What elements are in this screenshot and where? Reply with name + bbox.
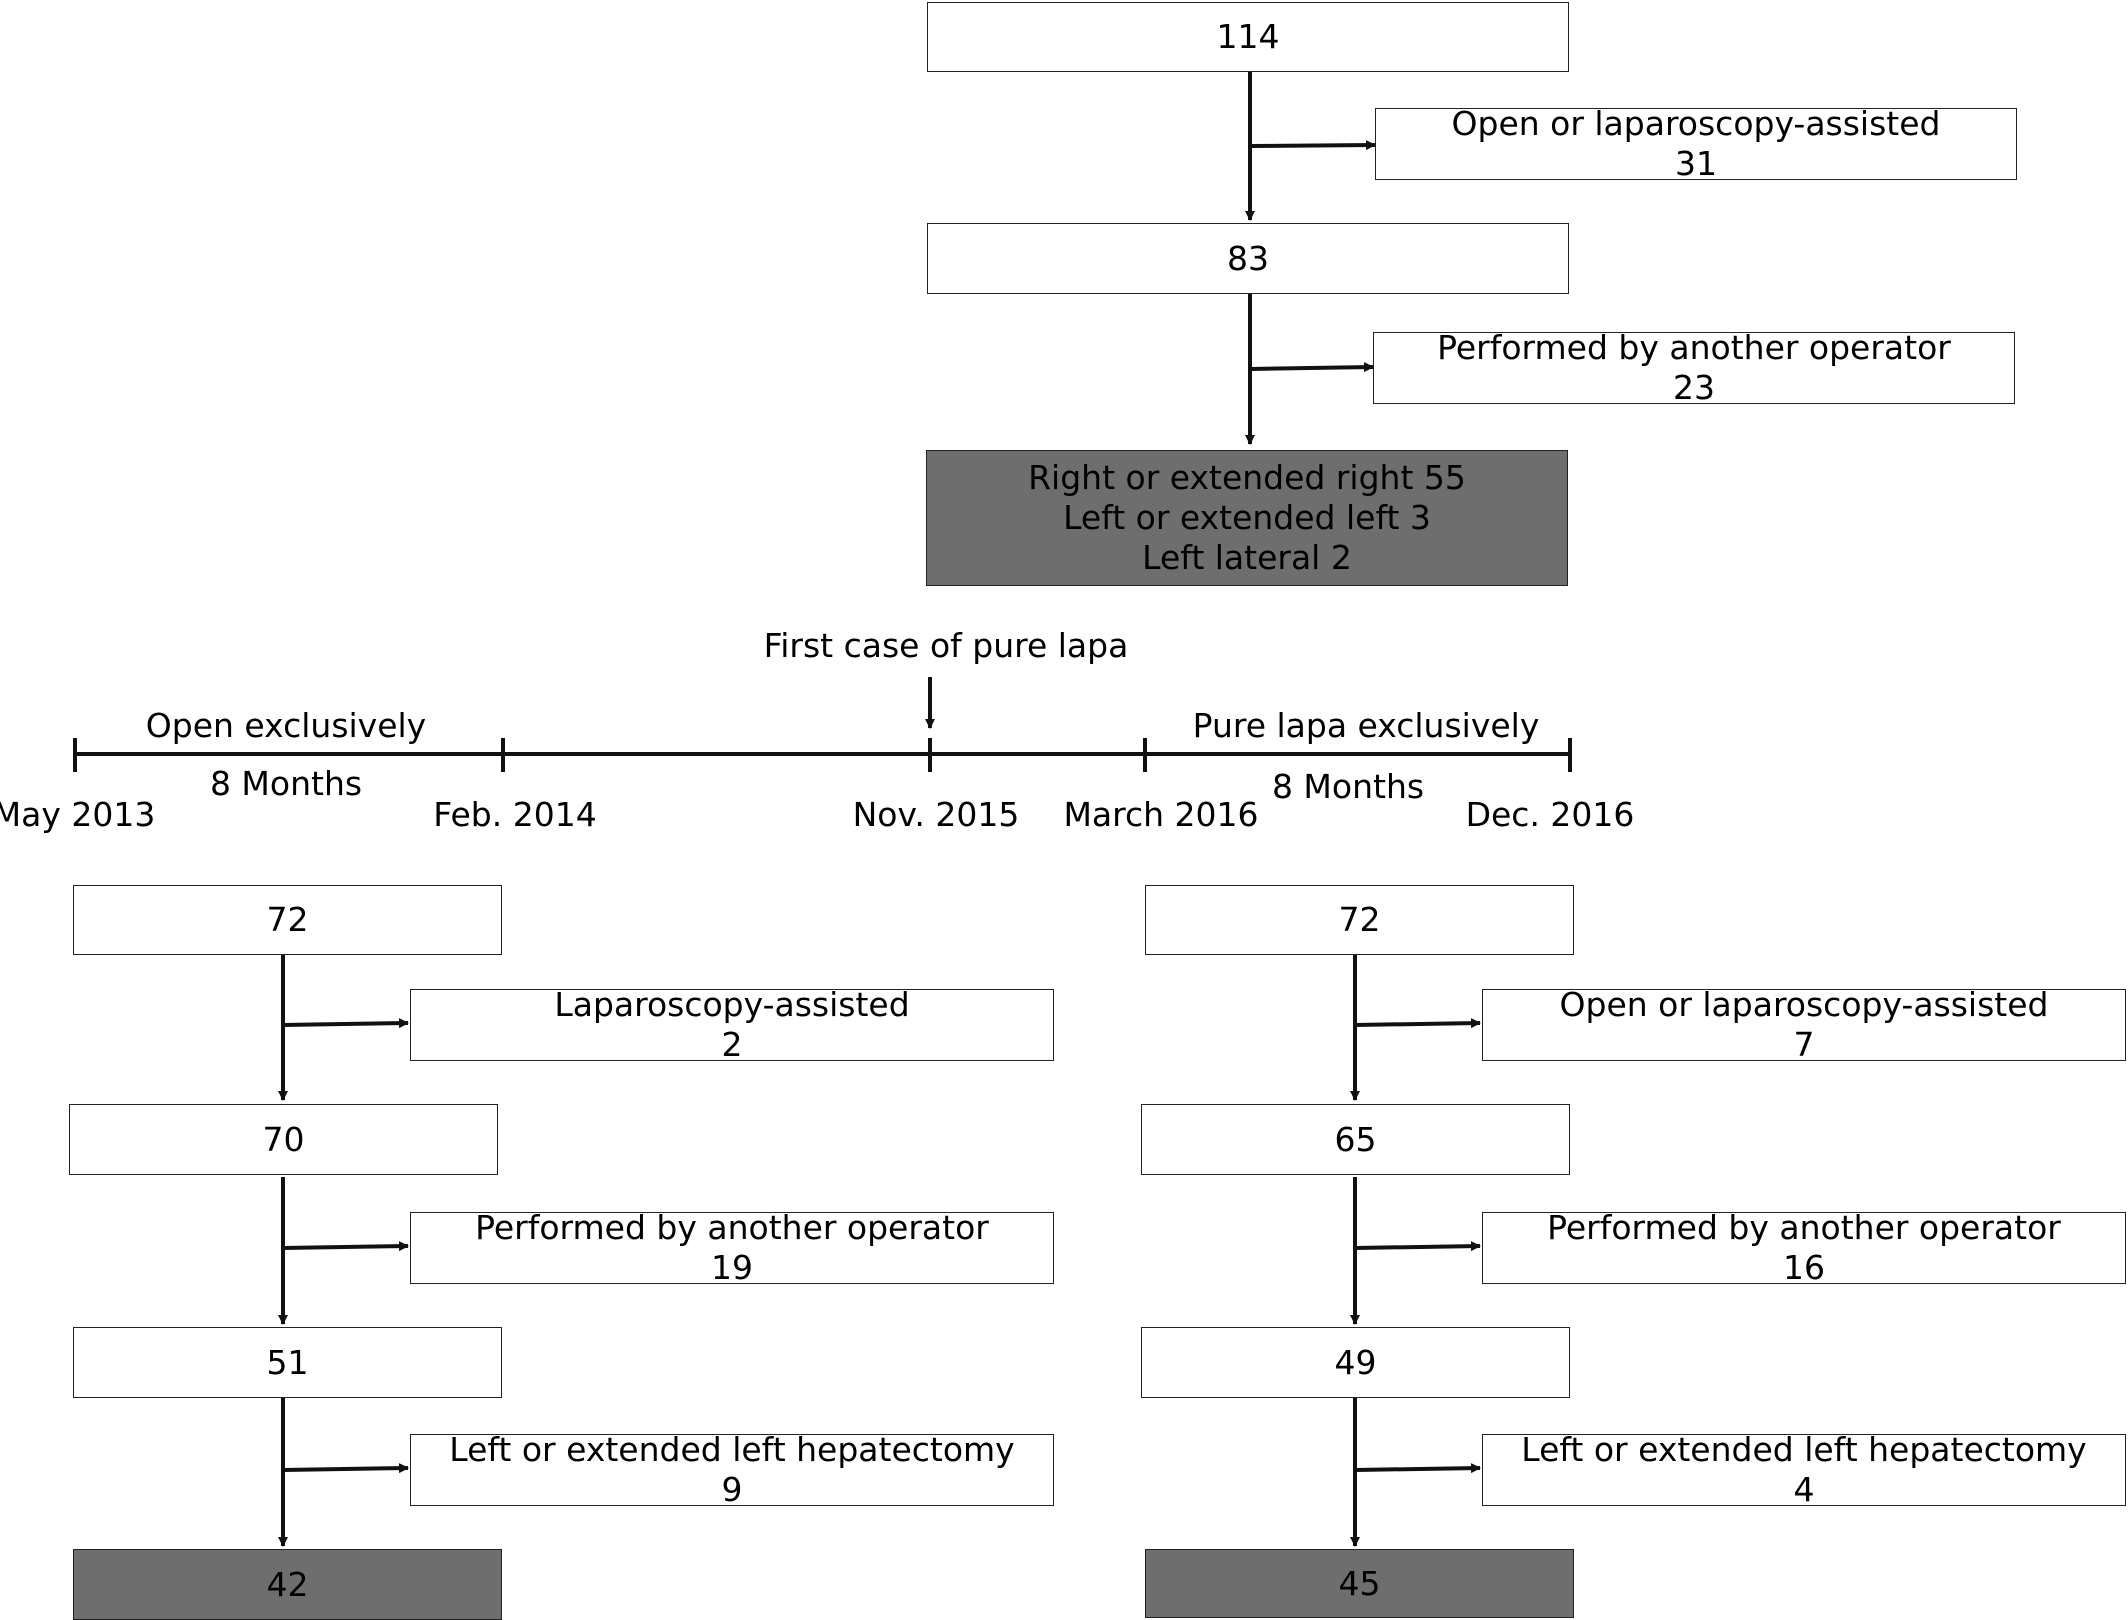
- right-start-count: 72: [1338, 900, 1381, 939]
- top-exclusion-1-box: Open or laparoscopy-assisted 31: [1375, 104, 2017, 183]
- arrow-right-excl2: [1354, 1241, 1481, 1252]
- left-exclusion-1-box: Laparoscopy-assisted 2: [410, 985, 1054, 1064]
- left-exclusion-1-label: Laparoscopy-assisted: [554, 985, 910, 1024]
- right-step2-box: 65: [1141, 1104, 1570, 1175]
- right-exclusion-2-box: Performed by another operator 16: [1482, 1208, 2126, 1287]
- right-step3-count: 49: [1334, 1342, 1377, 1382]
- top-exclusion-1-label: Open or laparoscopy-assisted: [1451, 104, 1941, 143]
- left-exclusion-3-count: 9: [721, 1470, 743, 1509]
- top-exclusion-1-count: 31: [1675, 144, 1717, 183]
- left-step2-box: 70: [69, 1104, 498, 1175]
- left-final-box: 42: [73, 1549, 502, 1620]
- arrow-right-excl3: [1354, 1463, 1481, 1474]
- timeline-lapa-label: Pure lapa exclusively: [1192, 706, 1540, 745]
- timeline-date-may-2013: May 2013: [0, 795, 156, 834]
- top-start-count: 114: [1216, 17, 1280, 56]
- right-step2-count: 65: [1334, 1119, 1377, 1159]
- left-exclusion-2-count: 19: [711, 1248, 753, 1287]
- right-exclusion-3-label: Left or extended left hepatectomy: [1521, 1430, 2087, 1469]
- timeline-date-march-2016: March 2016: [1063, 795, 1259, 834]
- right-exclusion-2-count: 16: [1783, 1248, 1825, 1287]
- arrow-right-excl1: [1354, 1018, 1481, 1029]
- left-exclusion-2-label: Performed by another operator: [475, 1208, 989, 1247]
- right-step3-box: 49: [1141, 1327, 1570, 1398]
- right-final-box: 45: [1145, 1549, 1574, 1618]
- arrow-excl-top-1: [1249, 140, 1376, 151]
- top-final-box: Right or extended right 55 Left or exten…: [926, 450, 1568, 586]
- top-final-line-1: Right or extended right 55: [1028, 458, 1466, 497]
- top-final-line-2: Left or extended left 3: [1063, 498, 1431, 537]
- left-step3-box: 51: [73, 1327, 502, 1398]
- arrow-excl-top-2: [1249, 362, 1374, 373]
- arrow-left-excl3: [282, 1463, 409, 1474]
- left-exclusion-3-box: Left or extended left hepatectomy 9: [410, 1430, 1054, 1509]
- top-start-box: 114: [927, 2, 1569, 72]
- top-exclusion-2-box: Performed by another operator 23: [1373, 328, 2015, 407]
- timeline-open-label: Open exclusively: [145, 706, 427, 745]
- arrow-left-excl2: [282, 1241, 409, 1252]
- left-exclusion-1-count: 2: [721, 1025, 743, 1064]
- left-start-box: 72: [73, 885, 502, 955]
- timeline-open-duration: 8 Months: [209, 764, 363, 803]
- right-exclusion-1-box: Open or laparoscopy-assisted 7: [1482, 985, 2126, 1064]
- right-final-count: 45: [1338, 1563, 1381, 1603]
- top-exclusion-2-count: 23: [1673, 368, 1715, 407]
- left-step3-count: 51: [266, 1342, 309, 1382]
- right-exclusion-3-count: 4: [1793, 1470, 1815, 1509]
- right-exclusion-3-box: Left or extended left hepatectomy 4: [1482, 1430, 2126, 1509]
- timeline-date-nov-2015: Nov. 2015: [852, 795, 1020, 834]
- left-step2-count: 70: [262, 1119, 305, 1159]
- right-exclusion-1-count: 7: [1793, 1025, 1815, 1064]
- top-mid-box: 83: [927, 223, 1569, 294]
- right-exclusion-1-label: Open or laparoscopy-assisted: [1559, 985, 2049, 1024]
- right-exclusion-2-label: Performed by another operator: [1547, 1208, 2061, 1247]
- timeline-lapa-duration: 8 Months: [1271, 767, 1425, 806]
- timeline-date-feb-2014: Feb. 2014: [433, 795, 597, 834]
- timeline-milestone-label: First case of pure lapa: [763, 626, 1129, 665]
- right-start-box: 72: [1145, 885, 1574, 955]
- timeline-date-dec-2016: Dec. 2016: [1465, 795, 1635, 834]
- top-mid-count: 83: [1227, 238, 1269, 278]
- top-final-line-3: Left lateral 2: [1142, 538, 1352, 577]
- top-exclusion-2-label: Performed by another operator: [1437, 328, 1951, 367]
- left-final-count: 42: [266, 1564, 309, 1604]
- left-exclusion-2-box: Performed by another operator 19: [410, 1208, 1054, 1287]
- left-exclusion-3-label: Left or extended left hepatectomy: [449, 1430, 1015, 1469]
- left-start-count: 72: [266, 900, 309, 939]
- arrow-left-excl1: [282, 1018, 409, 1029]
